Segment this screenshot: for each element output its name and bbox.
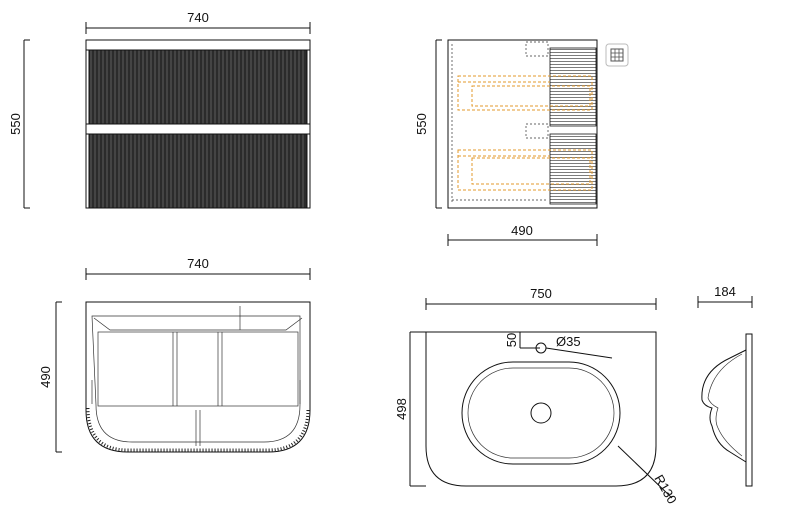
basin-profile-view: 184 (697, 284, 753, 487)
side-height-label: 550 (414, 113, 429, 135)
front-width-label: 740 (187, 10, 209, 25)
grid-view-icon (610, 48, 624, 62)
corner-radius-label: R130 (651, 472, 680, 506)
drain-hole (530, 402, 552, 424)
front-drawer-top (88, 49, 308, 125)
side-depth-label: 490 (511, 223, 533, 238)
basin-plan-view: 750 498 50 Ø35 R130 (394, 286, 680, 506)
profile-width-label: 184 (714, 284, 736, 299)
view-toggle-button[interactable] (605, 43, 629, 67)
front-view: 740 550 (8, 10, 311, 209)
front-drawer-bottom (88, 133, 308, 209)
front-height-label: 550 (8, 113, 23, 135)
tap-hole-label: Ø35 (556, 334, 581, 349)
drawer-runner-outline (457, 75, 593, 191)
tap-offset-label: 50 (504, 333, 519, 347)
basin-width-label: 750 (530, 286, 552, 301)
top-width-label: 740 (187, 256, 209, 271)
basin-depth-label: 498 (394, 398, 409, 420)
side-view: 550 490 (414, 39, 629, 246)
top-view: 740 490 (38, 256, 311, 453)
top-depth-label: 490 (38, 366, 53, 388)
